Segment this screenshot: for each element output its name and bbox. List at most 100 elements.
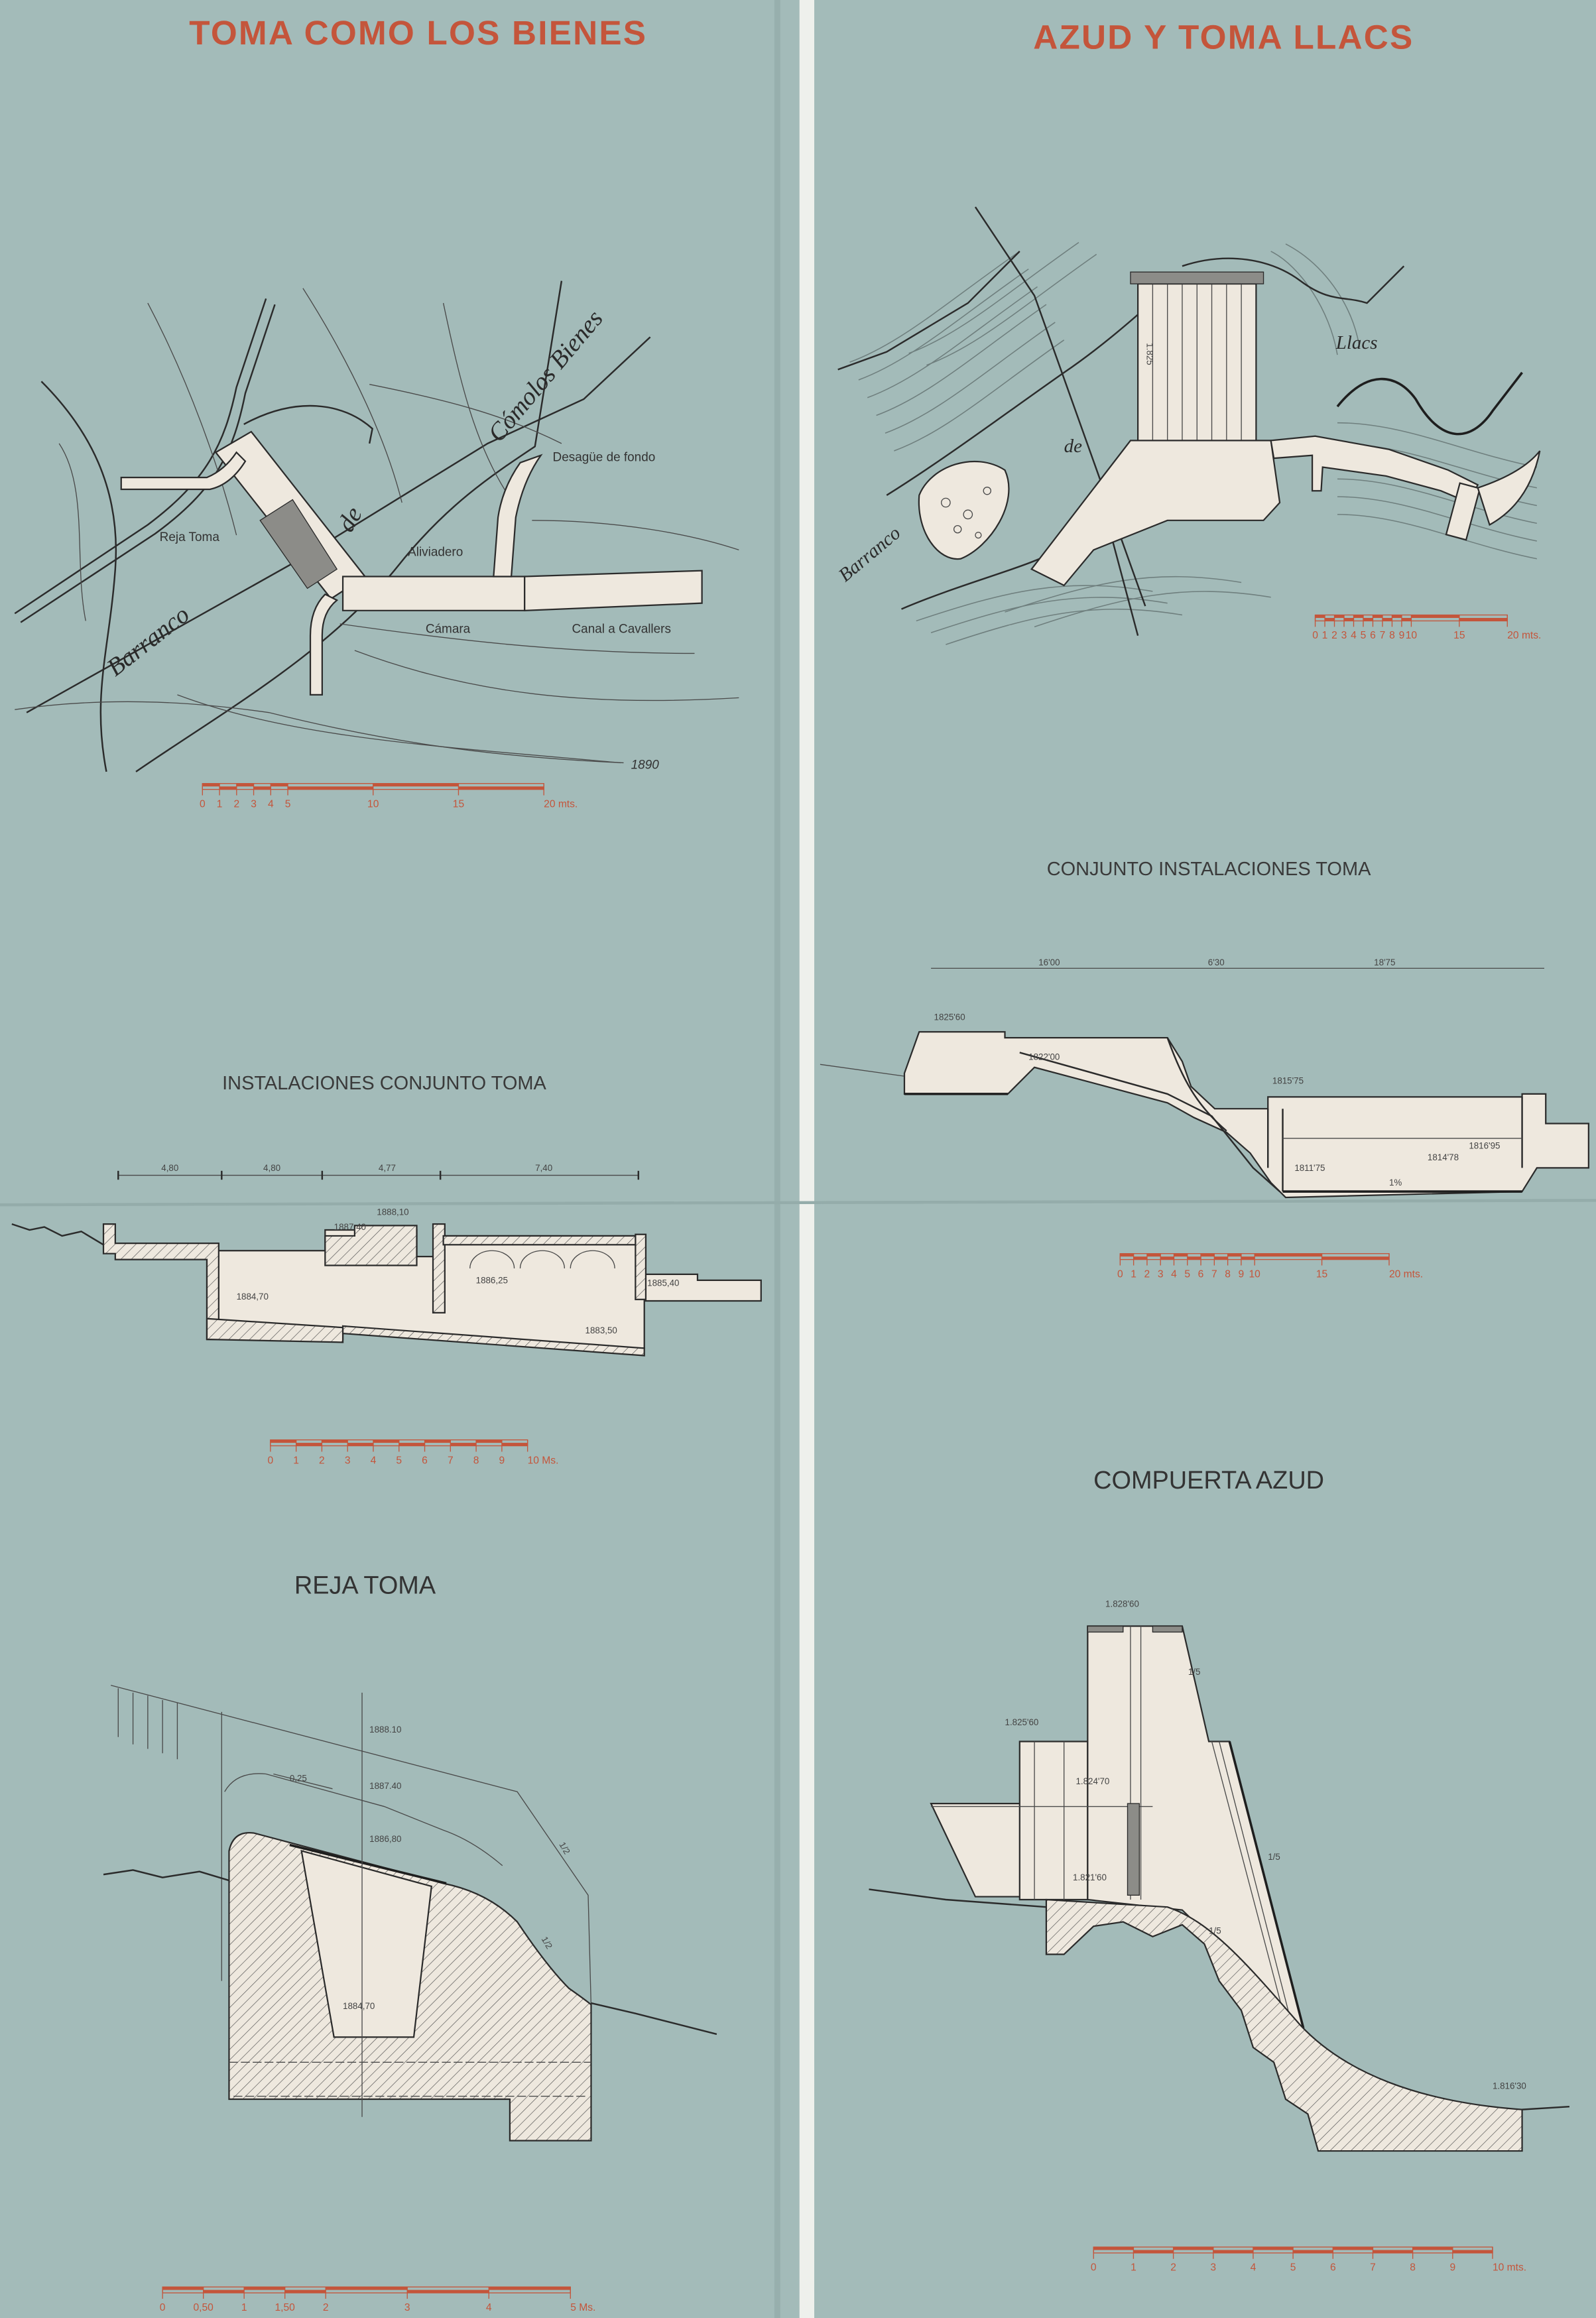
intake-block: [324, 1225, 418, 1266]
scale-tick-label: 5 Ms.: [570, 2302, 595, 2313]
scale-tick-label: 7: [1370, 2262, 1376, 2274]
scale-bar-segment: [1093, 2246, 1134, 2250]
scale-tick-label: 5: [1290, 2262, 1296, 2274]
scale-bar-segment: [203, 2289, 245, 2293]
label-de: de: [1064, 436, 1082, 457]
scale-bar-segment: [1392, 615, 1402, 618]
scale-bar-segment: [1146, 1253, 1161, 1257]
scale-bar-segment: [1133, 2250, 1174, 2253]
right-wall: [635, 1233, 647, 1300]
elevation-label: 1814'78: [1428, 1152, 1459, 1162]
elevation-label: 1883,50: [585, 1325, 617, 1335]
right-section-view: CONJUNTO INSTALACIONES TOMA 16'00 6'30 1…: [820, 859, 1589, 1280]
scale-bar-segment: [1255, 1253, 1322, 1257]
scale-bar-segment: [501, 1443, 528, 1446]
slope-ratio: 1/2: [557, 1840, 572, 1856]
scale-tick-label: 5: [1361, 630, 1367, 641]
scale-bar-segment: [288, 786, 373, 790]
elevation-label: 1887.40: [369, 1781, 401, 1791]
scale-bar-segment: [253, 786, 271, 790]
scale-tick-label: 8: [1410, 2262, 1416, 2274]
scale-tick-label: 3: [1210, 2262, 1216, 2274]
scale-tick-label: 10 mts.: [1493, 2262, 1526, 2274]
scale-bar-segment: [1325, 617, 1335, 621]
label-camara: Cámara: [426, 622, 471, 636]
scale-tick-label: 20 mts.: [544, 798, 578, 810]
scale-bar-segment: [270, 1439, 296, 1443]
scale-tick-label: 7: [1211, 1268, 1217, 1280]
scale-bar-segment: [1214, 1256, 1228, 1260]
scale-tick-label: 10: [1406, 630, 1418, 641]
scale-bar-segment: [1315, 615, 1325, 618]
left-section-heading: INSTALACIONES CONJUNTO TOMA: [222, 1073, 546, 1094]
slope-ratio: 1/5: [1188, 1667, 1201, 1677]
elevation-label: 1888,10: [377, 1207, 408, 1217]
foundation: [1045, 1898, 1523, 2152]
scale-tick-label: 1: [217, 798, 223, 810]
scale-bar-segment: [219, 786, 237, 790]
scale-bar-segment: [326, 2287, 408, 2290]
scale-tick-label: 0: [200, 798, 206, 810]
scale-bar-segment: [373, 1439, 399, 1443]
scale-bar-segment: [1363, 617, 1373, 621]
intake-structure: [1030, 440, 1281, 587]
label-llacs: Llacs: [1335, 332, 1378, 353]
scale-tick-label: 6: [422, 1455, 428, 1466]
contour-lines: [849, 241, 1538, 646]
scale-bar-segment: [202, 783, 220, 787]
roof-slab: [442, 1235, 637, 1246]
scale-tick-label: 0: [160, 2302, 166, 2313]
scale-bar-segment: [1373, 615, 1382, 618]
scale-bar-segment: [1382, 617, 1392, 621]
dam-lines: [1152, 284, 1242, 444]
scale-bar-segment: [1187, 1256, 1201, 1260]
right-section-heading: CONJUNTO INSTALACIONES TOMA: [1047, 859, 1371, 880]
scale-tick-label: 7: [1380, 630, 1386, 641]
ground-left: [103, 1869, 229, 1882]
scale-tick-label: 5: [396, 1455, 402, 1466]
elevation-label: 1888.10: [369, 1725, 401, 1735]
reja-toma-heading: REJA TOMA: [294, 1571, 436, 1599]
scale-bar-segment: [1452, 2250, 1493, 2253]
scale-bar-segment: [236, 783, 254, 787]
slope-label: 1%: [1389, 1178, 1402, 1188]
elevation-label: 1815'75: [1272, 1075, 1304, 1085]
scale-bar-segment: [450, 1443, 477, 1446]
elevation-label: 1.821'60: [1073, 1872, 1107, 1882]
dimension: 4,80: [161, 1163, 178, 1173]
scale-tick-label: 5: [285, 798, 291, 810]
elevation-label: 1.828'60: [1105, 1599, 1139, 1609]
gate-frame: [1127, 1803, 1140, 1896]
intake-canal: [1270, 435, 1479, 504]
scale-tick-label: 0: [268, 1455, 274, 1466]
scale-tick-label: 1,50: [275, 2302, 296, 2313]
scale-tick-label: 8: [1225, 1268, 1231, 1280]
scale-bar-segment: [244, 2287, 285, 2290]
elevation-label: 1887,40: [334, 1222, 366, 1232]
dimension: 6'30: [1208, 957, 1225, 967]
scale-tick-label: 10: [367, 798, 379, 810]
scale-tick-label: 9: [1399, 630, 1405, 641]
scale-tick-label: 0: [1117, 1268, 1123, 1280]
crest-cap: [1152, 1625, 1183, 1633]
canal-a-cavallers: [524, 570, 703, 611]
scale-bar-segment: [1253, 2246, 1294, 2250]
scale-tick-label: 9: [1239, 1268, 1245, 1280]
scale-bar-segment: [424, 1439, 451, 1443]
scale-bar-segment: [1412, 2246, 1453, 2250]
grating-bar: [289, 1843, 447, 1885]
chamber: [341, 576, 526, 611]
crest-cap: [1087, 1625, 1124, 1633]
elevation-label: 1886,80: [369, 1834, 401, 1844]
compuerta-azud-view: COMPUERTA AZUD 1.828'60 1.825'60 1.824'7…: [869, 1467, 1569, 2274]
scale-bar-segment: [399, 1443, 425, 1446]
scale-bar-segment: [322, 1439, 348, 1443]
reja-toma-view: REJA TOMA 1888.10 1887.40 1886,80 1884,7…: [103, 1571, 717, 2313]
elevation-label: 1811'75: [1294, 1163, 1325, 1173]
scale-tick-label: 10 Ms.: [528, 1455, 559, 1466]
scale-bar-segment: [1344, 617, 1354, 621]
scale-bar-segment: [1173, 2246, 1213, 2250]
